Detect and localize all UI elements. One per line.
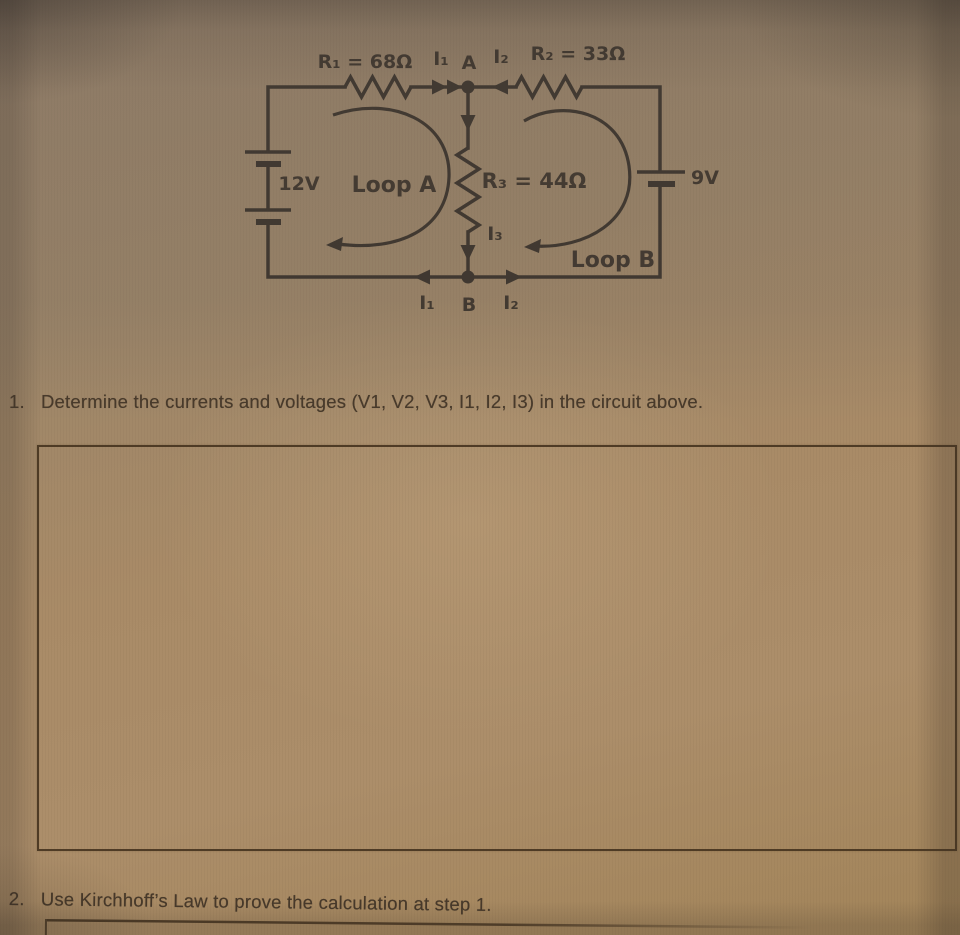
current-arrow-i2-bottom [506, 269, 522, 285]
current-arrow-i2-top [492, 79, 508, 95]
resistor-r1-symbol [343, 73, 413, 101]
current-arrow-i1-bottom [414, 269, 430, 285]
label-node-b: B [462, 294, 476, 316]
circuit-diagram: R₁ = 68Ω I₁ A I₂ R₂ = 33Ω 12V Loop A R₃ … [245, 43, 719, 316]
node-b-dot [461, 270, 475, 284]
resistor-r3-symbol [453, 146, 483, 234]
label-i2-top: I₂ [493, 46, 508, 68]
label-r2: R₂ = 33Ω [531, 43, 626, 65]
current-arrow-i3-lower [460, 245, 476, 261]
label-loop-b: Loop B [571, 248, 655, 273]
label-loop-a: Loop A [352, 173, 437, 198]
question-2-number: 2. [8, 888, 25, 910]
label-i2-bottom: I₂ [503, 292, 518, 314]
resistor-r2-symbol [514, 73, 584, 101]
loop-a-arrow [326, 106, 451, 251]
loop-b-arrowhead [524, 239, 541, 253]
battery-9v-symbol [637, 170, 685, 187]
battery-12v-symbol [245, 150, 291, 225]
question-1: 1. Determine the currents and voltages (… [9, 391, 703, 413]
question-1-number: 1. [9, 391, 25, 412]
question-2: 2. Use Kirchhoff’s Law to prove the calc… [9, 888, 492, 916]
answer-box-2 [44, 919, 877, 935]
label-r1: R₁ = 68Ω [318, 51, 413, 73]
label-9v: 9V [691, 167, 719, 189]
question-2-text: Use Kirchhoff’s Law to prove the calcula… [40, 888, 492, 915]
label-node-a: A [462, 52, 477, 74]
current-arrow-i3-upper [460, 115, 476, 131]
label-i3: I₃ [487, 223, 502, 245]
node-a-dot [461, 80, 475, 94]
answer-box-1 [37, 445, 957, 851]
label-i1-bottom: I₁ [419, 292, 434, 314]
label-r3: R₃ = 44Ω [482, 169, 587, 193]
label-i1-top: I₁ [433, 48, 448, 70]
question-1-text: Determine the currents and voltages (V1,… [41, 391, 704, 412]
label-12v: 12V [278, 173, 319, 195]
loop-a-arrowhead [326, 237, 343, 251]
current-arrow-i1-top [432, 79, 462, 95]
loop-b-arrow [523, 109, 632, 253]
